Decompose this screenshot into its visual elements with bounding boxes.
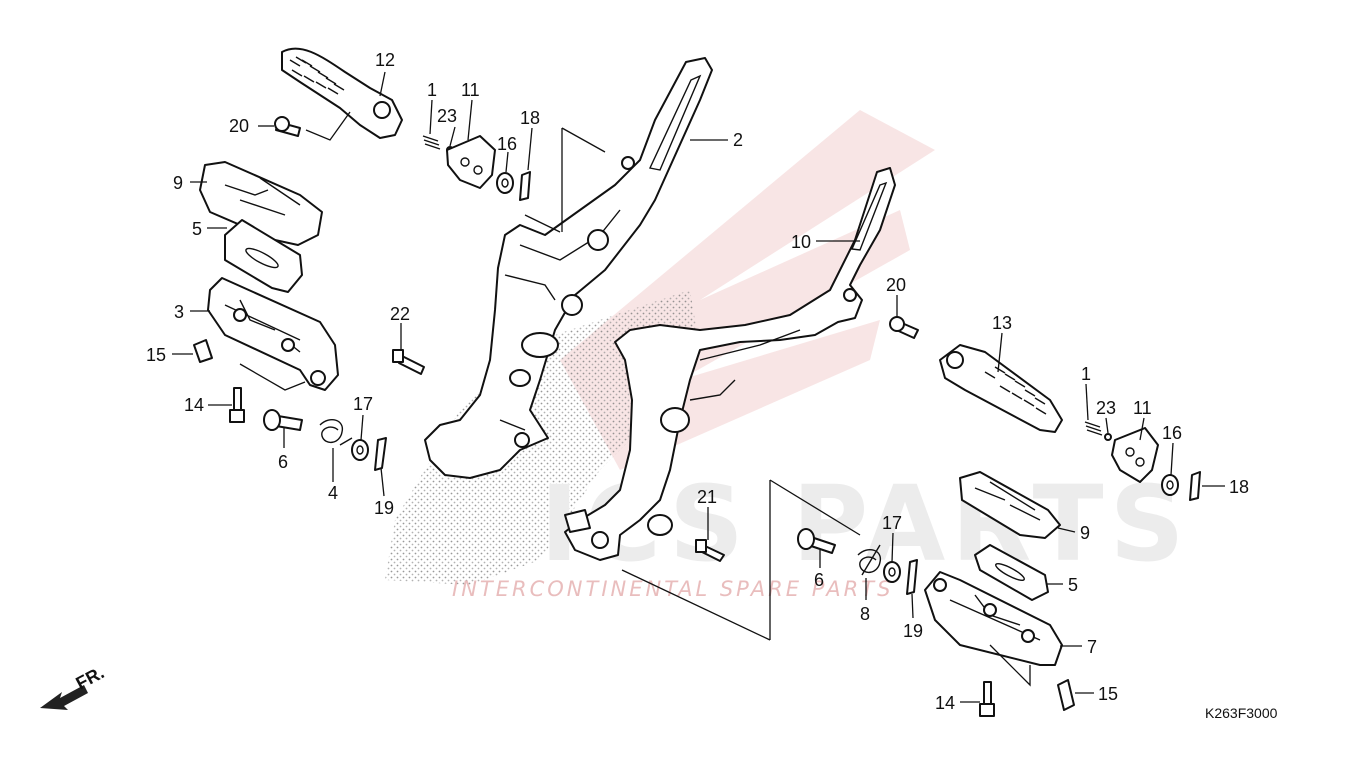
callout-label: 16 [497,134,517,154]
right-rubber-part [959,471,1061,539]
callout-label: 14 [184,395,204,415]
callout-label: 6 [278,452,288,472]
callout-label: 11 [1133,398,1152,418]
callout-label: 17 [882,513,902,533]
callout-label: 11 [461,80,480,100]
right-step-holder-part [564,167,896,561]
callout-label: 6 [814,570,824,590]
callout-label: 10 [791,232,811,252]
callout-label: 19 [903,621,923,641]
callout-label: 21 [697,487,717,507]
left-plate-part [224,219,303,293]
callout-label: 5 [1068,575,1078,595]
watermark-tagline: INTERCONTINENTAL SPARE PARTS [452,577,893,601]
left-front-step-part [207,277,339,391]
right-rear-footpeg-part [939,344,1063,433]
callout-label: 22 [390,304,410,324]
callout-label: 19 [374,498,394,518]
callout-label: 2 [733,130,743,150]
callout-label: 18 [520,108,540,128]
callout-label: 8 [860,604,870,624]
callout-label: 7 [1087,637,1097,657]
callout-label: 23 [1096,398,1116,418]
front-direction-arrow: FR. [40,662,107,710]
callout-label: 14 [935,693,955,713]
left-step-holder-part [424,57,713,479]
left-rubber-part [199,161,323,246]
diagram-code: K263F3000 [1205,705,1278,721]
callout-label: 17 [353,394,373,414]
left-rear-footpeg-part [281,47,403,139]
callout-label: 13 [992,313,1012,333]
right-plate-part [974,544,1049,601]
callout-label: 23 [437,106,457,126]
leader-lines [172,71,1225,703]
callout-label: 9 [1080,523,1090,543]
callout-label: 12 [375,50,395,70]
callout-label: 9 [173,173,183,193]
callout-label: 4 [328,483,338,503]
callout-label: 20 [229,116,249,136]
callout-label: 15 [146,345,166,365]
callout-label: 18 [1229,477,1249,497]
callout-label: 5 [192,219,202,239]
hardware-parts [193,116,1201,717]
callout-label: 20 [886,275,906,295]
callout-label: 15 [1098,684,1118,704]
callout-label: 3 [174,302,184,322]
callout-labels: 12 1 23 11 18 16 2 20 9 5 3 15 14 6 4 17… [146,50,1249,713]
callout-label: 16 [1162,423,1182,443]
callout-label: 1 [427,80,437,100]
right-front-step-part [924,571,1063,666]
callout-label: 1 [1081,364,1091,384]
